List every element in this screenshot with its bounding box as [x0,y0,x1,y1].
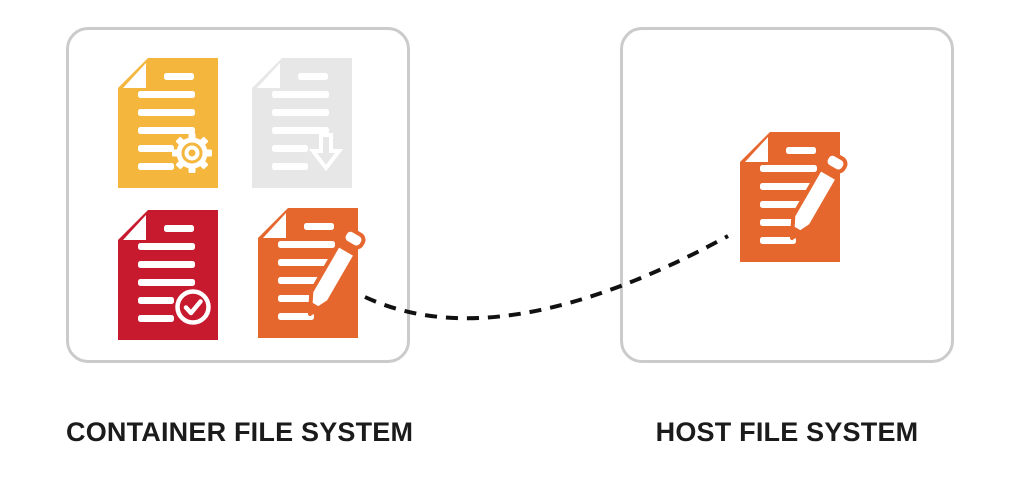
document-body [258,208,358,338]
text-lines [272,73,329,170]
folded-corner [263,213,286,238]
edited-file-icon [258,208,366,338]
folded-corner [123,63,146,88]
host-edited-file-icon [740,132,848,262]
folded-corner [257,63,280,88]
container-file-system-panel [66,27,410,363]
download-file-icon [252,58,352,188]
download-arrow-icon [308,133,344,172]
config-file-icon [118,58,218,188]
host-file-system-panel [620,27,954,363]
text-lines [278,223,335,320]
text-lines [138,73,195,170]
text-lines [760,147,817,244]
document-body [252,58,352,188]
folded-corner [745,137,768,162]
host-file-system-label: HOST FILE SYSTEM [655,417,919,447]
container-file-system-label: CONTAINER FILE SYSTEM [66,417,414,447]
verified-file-icon [118,210,218,340]
folded-corner [123,215,146,240]
text-lines [138,225,195,322]
document-body [740,132,840,262]
pencil-icon [308,227,366,316]
gear-icon [172,133,212,173]
pencil-icon [790,151,848,240]
check-circle-icon [175,289,211,325]
document-body [118,58,218,188]
